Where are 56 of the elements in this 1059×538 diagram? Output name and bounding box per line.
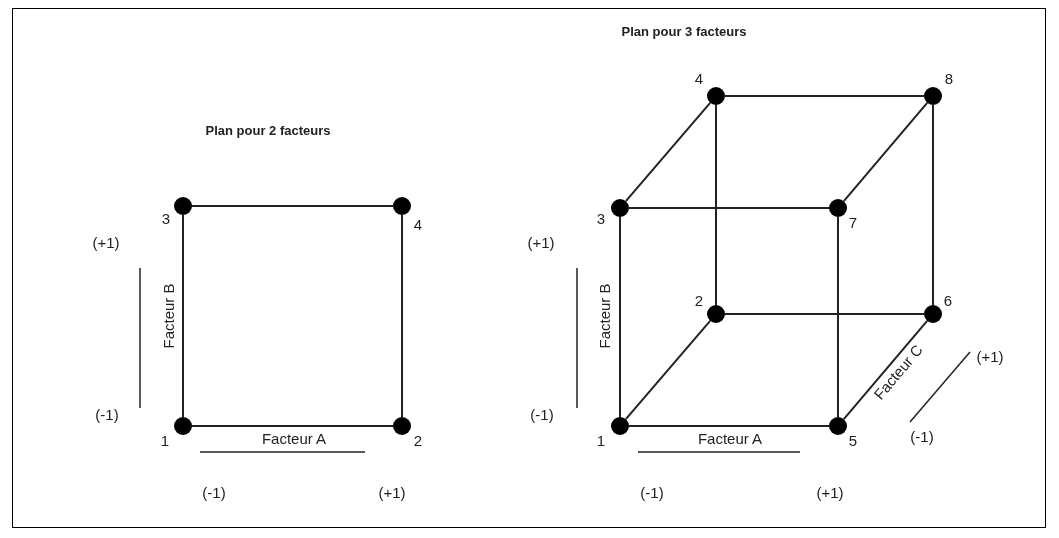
edge-line	[191, 425, 394, 427]
vertex-number: 1	[596, 431, 606, 449]
vertex-number: 3	[596, 209, 606, 227]
vertex-number: 1	[160, 431, 170, 449]
vertex-number: 3	[161, 209, 171, 227]
vertex-dot	[611, 199, 629, 217]
vertex-dot	[829, 199, 847, 217]
edge-line	[401, 214, 403, 418]
vertex-dot	[174, 197, 192, 215]
edge-line	[724, 95, 925, 97]
edge-line	[191, 205, 394, 207]
vertex-dot	[707, 87, 725, 105]
vertex-number: 8	[944, 69, 954, 87]
vertex-dot	[393, 417, 411, 435]
level-label: (-1)	[95, 405, 119, 423]
edge-line	[182, 214, 184, 418]
vertex-dot	[924, 87, 942, 105]
level-label: (-1)	[202, 483, 226, 501]
vertex-dot	[829, 417, 847, 435]
vertex-number: 5	[848, 431, 858, 449]
edge-line	[724, 313, 925, 315]
level-label: (+1)	[816, 483, 844, 501]
edge-line	[628, 425, 830, 427]
axis-label: Facteur B	[159, 283, 177, 349]
plan-title: Plan pour 3 facteurs	[621, 23, 747, 39]
axis-label: Facteur B	[595, 283, 613, 349]
vertex-dot	[924, 305, 942, 323]
vertex-number: 4	[413, 215, 423, 233]
edge-line	[837, 216, 839, 418]
level-label: (+1)	[976, 347, 1004, 365]
vertex-dot	[174, 417, 192, 435]
edge-line	[628, 207, 830, 209]
edge-line	[932, 104, 934, 306]
level-label: (+1)	[92, 233, 120, 251]
level-label: (+1)	[378, 483, 406, 501]
level-label: (-1)	[910, 427, 934, 445]
level-label: (+1)	[527, 233, 555, 251]
level-label: (-1)	[530, 405, 554, 423]
edge-line	[624, 101, 712, 203]
axis-label: Facteur A	[697, 429, 763, 447]
vertex-dot	[611, 417, 629, 435]
vertex-number: 6	[943, 291, 953, 309]
edge-line	[842, 101, 929, 203]
edge-line	[842, 319, 929, 421]
edge-line	[619, 216, 621, 418]
vertex-dot	[707, 305, 725, 323]
plan-title: Plan pour 2 facteurs	[205, 122, 331, 138]
vertex-number: 2	[694, 291, 704, 309]
vertex-number: 4	[694, 69, 704, 87]
level-label: (-1)	[640, 483, 664, 501]
vertex-dot	[393, 197, 411, 215]
edge-line	[624, 319, 712, 421]
vertex-number: 7	[848, 213, 858, 231]
edge-line	[715, 104, 717, 306]
axis-label: Facteur A	[261, 429, 327, 447]
vertex-number: 2	[413, 431, 423, 449]
